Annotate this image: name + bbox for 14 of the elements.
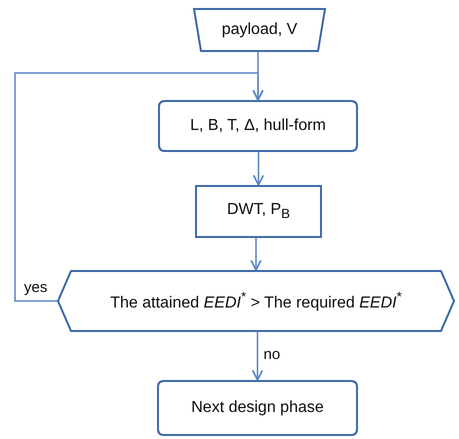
decision-hexagon [57,270,455,332]
node-label: L, B, T, Δ, hull-form [190,117,326,135]
arrow [14,72,264,302]
arrow [250,238,262,271]
node-label: Next design phase [191,399,324,417]
node-label: The attained EEDI$^{*}$ > The required EEDI$^{*}$ [110,289,402,313]
arrow [252,152,264,186]
input-trapezoid [193,8,326,52]
node-label: DWT, P$_{B}$ [226,201,290,222]
process-box [195,185,322,238]
node-label: payload, V [222,21,298,39]
process-box [157,380,358,436]
process-box [158,100,358,152]
arrow [252,332,264,381]
